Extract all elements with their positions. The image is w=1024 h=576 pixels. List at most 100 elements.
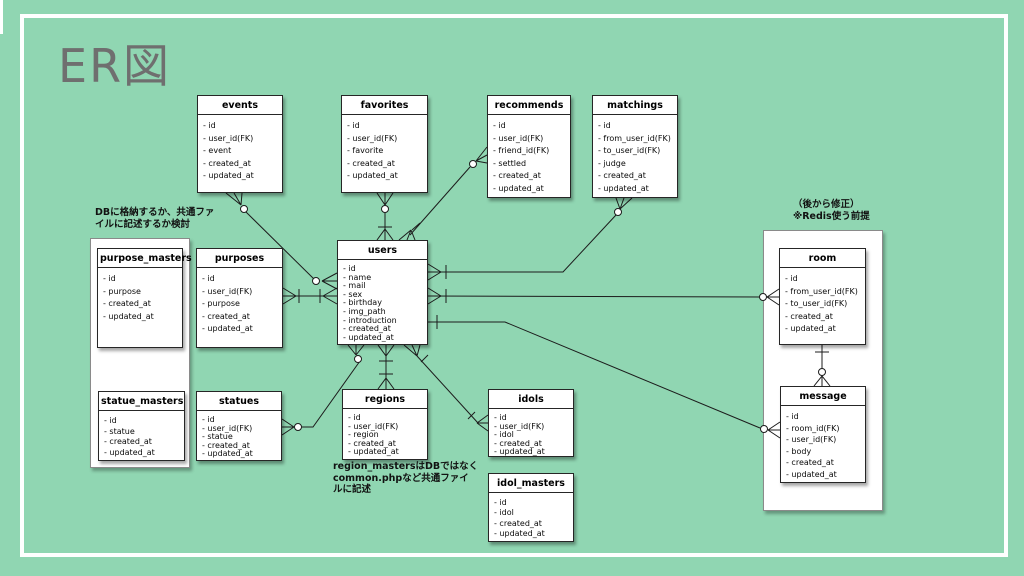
entity-field: - id — [343, 265, 356, 273]
entity-title: idols — [489, 390, 573, 409]
entity-table-idol_masters: idol_masters- id- idol- created_at- upda… — [488, 473, 574, 542]
entity-field: - updated_at — [786, 469, 837, 479]
entity-field: - updated_at — [103, 311, 154, 321]
entity-field: - updated_at — [493, 183, 544, 193]
entity-table-message: message- id- room_id(FK)- user_id(FK)- b… — [780, 386, 866, 483]
entity-field-list: - id- user_id(FK)- event- created_at- up… — [198, 115, 282, 183]
entity-field: - updated_at — [598, 183, 649, 193]
relationship-events-users — [225, 192, 338, 290]
entity-field-list: - id- room_id(FK)- user_id(FK)- body- cr… — [781, 406, 865, 480]
entity-title: statues — [197, 392, 281, 411]
entity-field: - to_user_id(FK) — [785, 299, 848, 308]
entity-field: - created_at — [347, 158, 395, 168]
entity-field: - body — [786, 446, 812, 456]
entity-field: - created_at — [494, 518, 542, 528]
entity-field: - id — [202, 416, 215, 424]
entity-field-list: - id- user_id(FK)- purpose- created_at- … — [197, 268, 282, 336]
entity-title: users — [338, 241, 427, 260]
entity-field: - id — [598, 121, 611, 130]
entity-field: - user_id(FK) — [202, 286, 253, 296]
entity-field: - user_id(FK) — [348, 422, 399, 431]
entity-field: - img_path — [343, 307, 386, 316]
entity-field: - created_at — [103, 299, 151, 308]
entity-title: statue_masters — [99, 392, 184, 411]
entity-field: - created_at — [494, 439, 542, 448]
relationship-purposes-users — [282, 287, 338, 305]
entity-field: - id — [202, 274, 215, 283]
entity-title: recommends — [488, 96, 570, 115]
entity-field: - user_id(FK) — [494, 422, 545, 431]
entity-field: - statue — [104, 426, 135, 436]
relationship-recommends-users — [398, 146, 488, 241]
entity-field: - mail — [343, 282, 366, 291]
entity-field: - name — [343, 273, 372, 282]
entity-field: - created_at — [493, 171, 541, 180]
entity-field: - to_user_id(FK) — [598, 146, 661, 155]
entity-field: - id — [103, 274, 116, 283]
relationship-idols-users — [403, 344, 489, 432]
entity-field: - idol — [494, 431, 514, 440]
entity-field: - idol — [494, 508, 514, 518]
entity-field: - id — [494, 414, 507, 422]
entity-field: - id — [348, 414, 361, 422]
entity-field: - id — [785, 274, 798, 283]
entity-field: - id — [493, 121, 506, 130]
entity-field-list: - id- user_id(FK)- idol- created_at- upd… — [489, 409, 573, 457]
entity-field: - id — [203, 121, 216, 130]
entity-field: - purpose — [103, 286, 141, 296]
entity-field: - introduction — [343, 316, 397, 325]
entity-title: purpose_masters — [98, 249, 192, 268]
entity-title: idol_masters — [489, 474, 573, 493]
note-redis: （後から修正） ※Redis使う前提 — [793, 199, 870, 222]
entity-title: matchings — [593, 96, 677, 115]
entity-field: - statue — [202, 433, 233, 442]
relationship-room-message — [813, 345, 831, 387]
entity-field-list: - id- idol- created_at- updated_at — [489, 493, 573, 539]
entity-field: - updated_at — [348, 448, 399, 457]
entity-field: - from_user_id(FK) — [598, 133, 671, 143]
entity-field-list: - id - from_user_id(FK) - to_user_id(FK) - … — [780, 268, 865, 336]
entity-field: - created_at — [202, 311, 250, 321]
slide-corner-mark — [0, 0, 3, 34]
relationship-matchings-users — [427, 197, 633, 281]
entity-field: - user_id(FK) — [786, 435, 837, 444]
entity-field: - created_at — [598, 171, 646, 180]
entity-field: - updated_at — [494, 528, 545, 538]
entity-table-regions: regions- id- user_id(FK)- region- create… — [342, 389, 428, 460]
relationship-users-message — [428, 315, 781, 439]
entity-field: - id — [104, 416, 117, 425]
entity-field: - birthday — [343, 299, 382, 308]
entity-field: - updated_at — [202, 450, 253, 459]
entity-field: - user_id(FK) — [347, 133, 398, 143]
entity-field: - updated_at — [202, 324, 253, 333]
entity-field-list: - id- statue- created_at- updated_at — [99, 411, 184, 458]
entity-field: - room_id(FK) — [786, 423, 840, 433]
entity-field-list: - id- user_id(FK)- favorite- created_at-… — [342, 115, 427, 183]
entity-field: - created_at — [786, 458, 834, 467]
entity-field: - from_user_id(FK) — [785, 286, 858, 296]
entity-field-list: - id - from_user_id(FK) - to_user_id(FK) - … — [593, 115, 677, 195]
entity-title: events — [198, 96, 282, 115]
entity-field: - created_at — [343, 325, 391, 334]
relationship-regions-users — [377, 344, 395, 390]
entity-field: - settled — [493, 158, 527, 168]
entity-field: - judge — [598, 158, 626, 168]
entity-field-list: - id- user_id(FK)- statue- created_at- u… — [197, 411, 281, 459]
entity-field: - updated_at — [494, 448, 545, 457]
entity-field: - updated_at — [104, 447, 155, 457]
entity-table-events: events- id- user_id(FK)- event- created_… — [197, 95, 283, 193]
entity-title: regions — [343, 390, 427, 409]
page-title: ER図 — [58, 39, 172, 93]
entity-table-users: users- id- name- mail- sex- birthday- im… — [337, 240, 428, 345]
entity-field: - favorite — [347, 146, 384, 155]
entity-field: - id — [347, 121, 360, 130]
entity-field: - updated_at — [785, 324, 836, 333]
entity-field: - user_id(FK) — [493, 133, 544, 143]
entity-table-purposes: purposes- id- user_id(FK)- purpose- crea… — [196, 248, 283, 348]
entity-table-room: room - id - from_user_id(FK) - to_user_id(F… — [779, 248, 866, 345]
entity-table-purpose_masters: purpose_masters - id - purpose - created_at… — [97, 248, 192, 348]
entity-field-list: - id - purpose - created_at - updated_at — [98, 268, 182, 323]
entity-field: - created_at — [104, 437, 152, 446]
entity-title: room — [780, 249, 865, 268]
